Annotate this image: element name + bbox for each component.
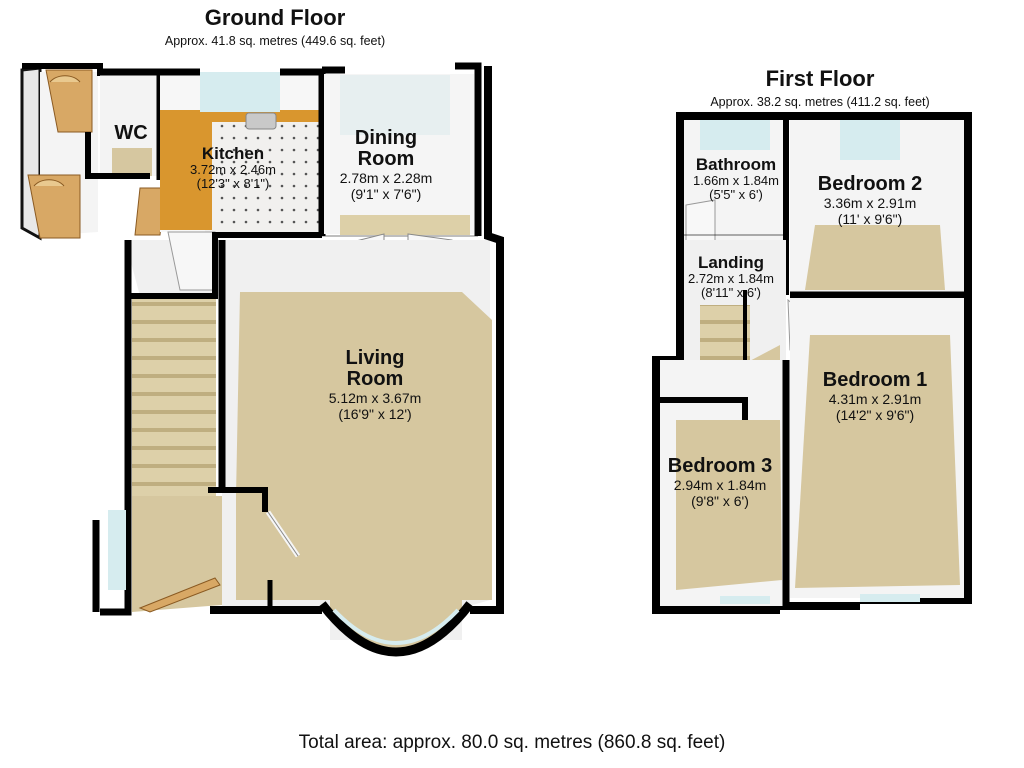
living-room-name-line1: Living xyxy=(345,347,405,369)
front-door-hall xyxy=(138,577,221,613)
bathroom-metric: 1.66m x 1.84m xyxy=(693,173,779,188)
dining-room-name-line2: Room xyxy=(357,148,415,170)
kitchen-imperial: (12'3" x 8'1") xyxy=(196,176,270,191)
first-floor-plan xyxy=(652,112,972,614)
front-door-upper xyxy=(45,69,93,133)
bathroom-imperial: (5'5" x 6') xyxy=(709,187,763,202)
living-room-name-line2: Room xyxy=(346,368,404,390)
bedroom3-room xyxy=(660,360,784,606)
landing-imperial: (8'11" x 6') xyxy=(701,285,761,300)
front-door-lower xyxy=(27,174,81,239)
bedroom1-name: Bedroom 1 xyxy=(822,369,928,391)
kitchen-name: Kitchen xyxy=(201,144,265,163)
ground-floor-title: Ground Floor xyxy=(204,5,346,30)
bedroom2-label: Bedroom 2 3.36m x 2.91m (11' x 9'6") xyxy=(805,173,935,228)
wc-name: WC xyxy=(114,122,148,144)
living-room-metric: 5.12m x 3.67m xyxy=(328,390,422,406)
dining-room-imperial: (9'1" x 7'6") xyxy=(350,186,422,202)
bedroom2-metric: 3.36m x 2.91m xyxy=(823,195,917,211)
bedroom3-name: Bedroom 3 xyxy=(667,455,773,477)
bedroom2-room xyxy=(790,120,970,299)
bedroom1-metric: 4.31m x 2.91m xyxy=(828,391,922,407)
bathroom-label: Bathroom 1.66m x 1.84m (5'5" x 6') xyxy=(676,156,796,202)
porch-area xyxy=(20,63,103,241)
landing-label: Landing 2.72m x 1.84m (8'11" x 6') xyxy=(666,254,796,300)
living-room-label: Living Room 5.12m x 3.67m (16'9" x 12') xyxy=(305,347,445,423)
kitchen-label: Kitchen 3.72m x 2.46m (12'3" x 8'1") xyxy=(178,145,288,191)
dining-room-label: Dining Room 2.78m x 2.28m (9'1" x 7'6") xyxy=(318,127,454,203)
wc-room xyxy=(85,68,166,236)
bedroom1-label: Bedroom 1 4.31m x 2.91m (14'2" x 9'6") xyxy=(810,369,940,424)
landing-name: Landing xyxy=(697,253,765,272)
kitchen-metric: 3.72m x 2.46m xyxy=(190,162,276,177)
first-floor-title: First Floor xyxy=(765,66,875,91)
landing-metric: 2.72m x 1.84m xyxy=(688,271,774,286)
ground-floor-plan xyxy=(20,62,504,657)
bedroom1-room xyxy=(782,298,964,608)
bedroom1-imperial: (14'2" x 9'6") xyxy=(835,407,915,423)
landing-stairs xyxy=(700,305,750,365)
staircase xyxy=(132,296,216,496)
dining-room-name-line1: Dining xyxy=(354,127,418,149)
bathroom-name: Bathroom xyxy=(695,155,777,174)
bedroom2-imperial: (11' x 9'6") xyxy=(837,211,903,227)
wc-label: WC xyxy=(102,123,160,144)
bedroom3-imperial: (9'8" x 6') xyxy=(691,493,749,509)
total-area: Total area: approx. 80.0 sq. metres (860… xyxy=(298,732,726,753)
bedroom2-name: Bedroom 2 xyxy=(817,173,923,195)
bedroom3-metric: 2.94m x 1.84m xyxy=(673,477,767,493)
living-room xyxy=(208,66,504,657)
bedroom3-label: Bedroom 3 2.94m x 1.84m (9'8" x 6') xyxy=(655,455,785,510)
ground-floor-area: Approx. 41.8 sq. metres (449.6 sq. feet) xyxy=(164,34,386,48)
dining-room-metric: 2.78m x 2.28m xyxy=(339,170,433,186)
living-room-imperial: (16'9" x 12') xyxy=(338,406,412,422)
first-floor-area: Approx. 38.2 sq. metres (411.2 sq. feet) xyxy=(710,95,930,109)
